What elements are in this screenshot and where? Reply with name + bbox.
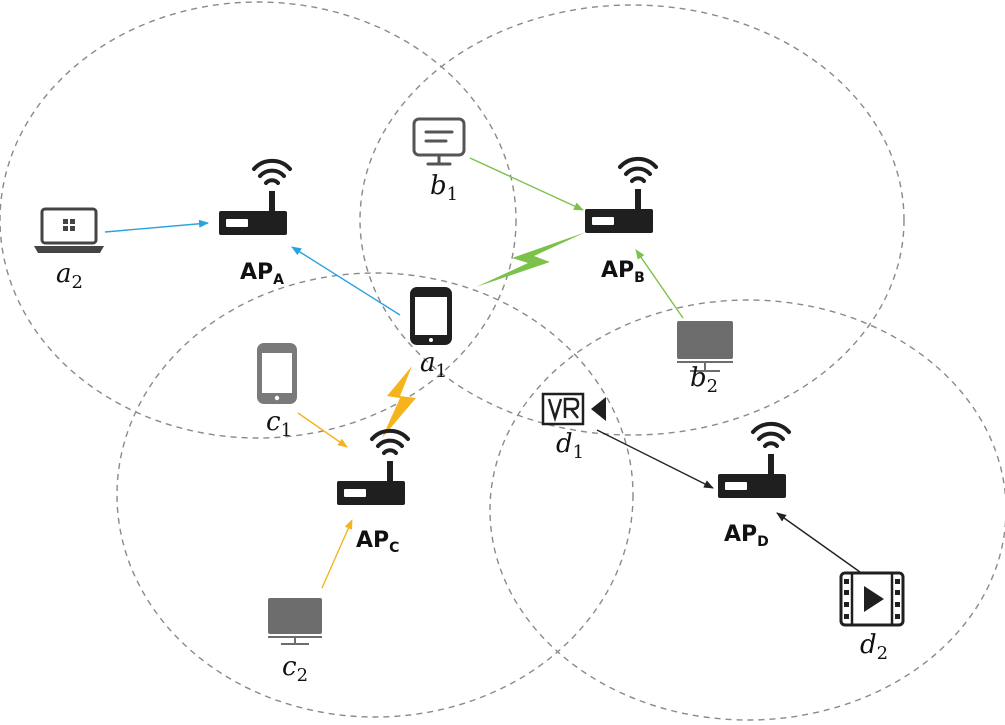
link-c2-ap-c	[321, 519, 353, 589]
router-icon	[217, 158, 292, 237]
ap-label-a: APA	[240, 260, 284, 288]
router-icon	[716, 421, 791, 500]
device-label-d2: d2	[860, 630, 888, 664]
range-circle-a	[0, 1, 517, 439]
access-point-b	[583, 156, 658, 235]
range-circle-c	[116, 272, 634, 718]
device-label-c2: c2	[282, 652, 308, 686]
monitor-icon	[412, 117, 466, 166]
link-d2-ap-d	[776, 512, 861, 573]
desktop-icon	[677, 321, 733, 372]
video-player-icon	[839, 571, 905, 627]
access-point-a	[217, 158, 292, 237]
link-b2-ap-b	[635, 249, 684, 319]
smartphone-icon	[410, 287, 452, 345]
link-c1-ap-c	[297, 412, 348, 448]
smartphone-icon	[257, 343, 297, 404]
router-icon	[583, 156, 658, 235]
device-label-a1: a1	[420, 348, 447, 382]
desktop-icon	[268, 598, 322, 645]
lightning-bolt-icon	[382, 366, 416, 438]
laptop-icon	[34, 207, 104, 253]
ap-label-c: APC	[356, 528, 399, 556]
device-label-b2: b2	[690, 363, 718, 397]
access-point-c	[335, 428, 410, 507]
lightning-bolt-icon	[476, 232, 586, 287]
device-label-d1: d1	[556, 429, 584, 463]
interference-links	[382, 232, 586, 438]
link-b1-ap-b	[469, 157, 584, 211]
device-label-b1: b1	[430, 171, 458, 205]
range-circle-b	[359, 4, 905, 436]
device-label-a2: a2	[56, 259, 83, 293]
range-circle-d	[489, 299, 1005, 721]
link-a1-ap-a	[291, 246, 401, 316]
access-point-d	[716, 421, 791, 500]
ap-label-d: APD	[724, 522, 769, 550]
link-d1-ap-d	[596, 429, 714, 489]
ap-label-b: APB	[601, 258, 645, 286]
link-a2-ap-a	[104, 219, 209, 233]
vr-headset-icon	[541, 392, 606, 426]
association-links	[104, 157, 861, 589]
router-icon	[335, 428, 410, 507]
device-label-c1: c1	[266, 407, 292, 441]
